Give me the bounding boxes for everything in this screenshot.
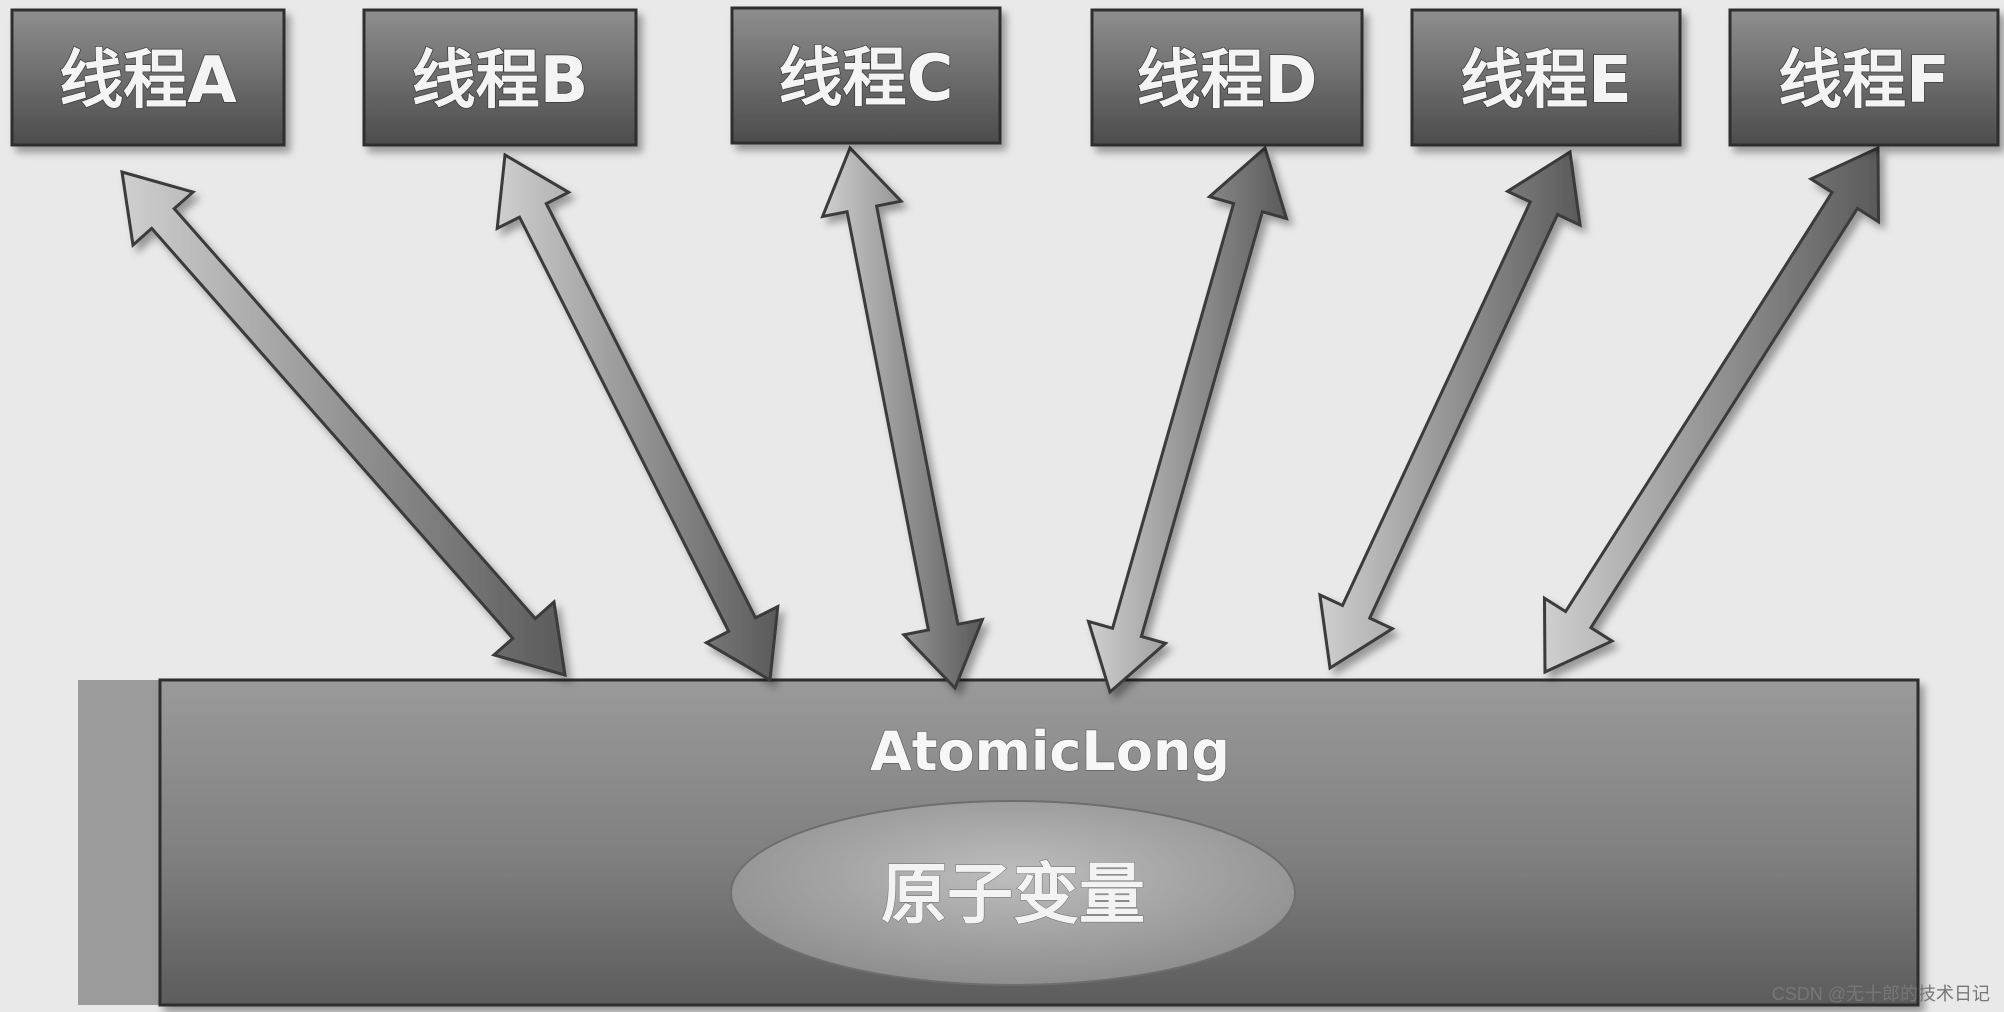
thread-d-box: 线程D [1090,8,1364,147]
thread-f-rect [1728,8,2000,147]
thread-a-rect [10,8,286,147]
thread-a-box: 线程A [10,8,286,147]
thread-e-box: 线程E [1410,8,1682,147]
arrow-thread-f-to-atomiclong [1542,145,1881,675]
thread-b-box: 线程B [362,8,638,147]
thread-f-label: 线程F [1778,44,1950,118]
atomic-variable-ellipse [730,800,1296,986]
arrow-thread-a-to-atomiclong [120,169,567,678]
thread-c-label: 线程C [779,42,954,116]
thread-c-box: 线程C [730,6,1002,145]
thread-f-box: 线程F [1728,8,2000,147]
thread-e-label: 线程E [1460,44,1632,118]
thread-c-rect [730,6,1002,145]
thread-d-rect [1090,8,1364,147]
atomic-variable-label: 原子变量 [881,856,1145,933]
arrow-thread-b-to-atomiclong [495,152,780,683]
thread-b-rect [362,8,638,147]
arrow-thread-d-to-atomiclong [1086,145,1289,695]
thread-d-label: 线程D [1136,44,1317,118]
thread-a-label: 线程A [59,44,237,118]
atomiclong-box: AtomicLong 原子变量 [78,678,1920,1007]
atomiclong-title: AtomicLong [870,720,1230,783]
thread-e-rect [1410,8,1682,147]
arrow-thread-e-to-atomiclong [1318,149,1582,671]
watermark-text: CSDN @无十郎的技术日记 [1771,984,1990,1004]
arrow-group [120,145,1881,695]
arrow-thread-c-to-atomiclong [820,145,985,691]
box-side-panel [78,680,168,1005]
thread-b-label: 线程B [412,44,589,118]
